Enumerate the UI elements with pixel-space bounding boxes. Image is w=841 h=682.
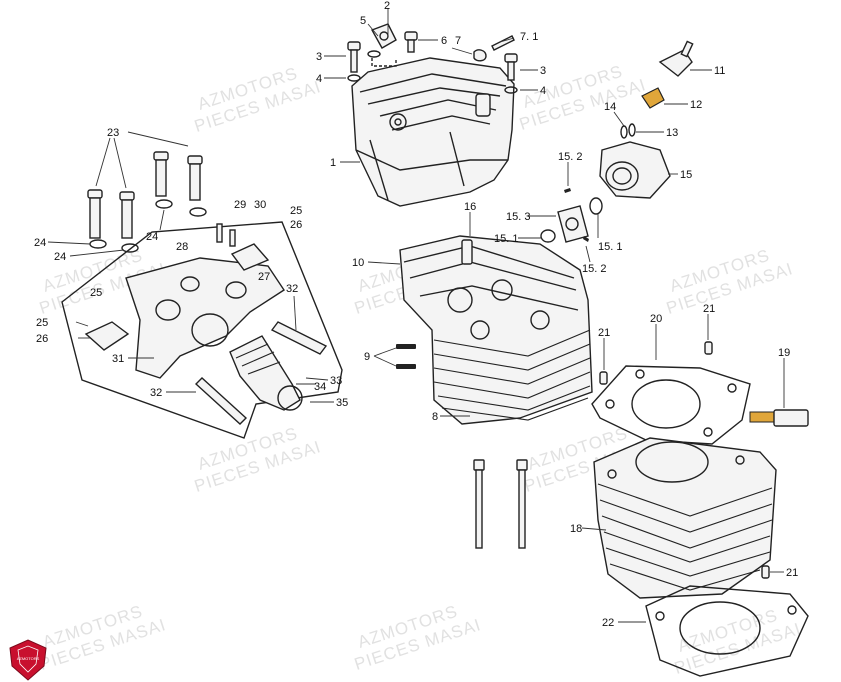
- callout-31: 31: [112, 353, 124, 365]
- base-gasket: [645, 585, 809, 677]
- callout-10: 10: [352, 257, 364, 269]
- dowel-pins: [599, 341, 770, 579]
- callout-8: 8: [432, 411, 438, 423]
- watermark: AZMOTORS PIECES MASAI: [517, 62, 648, 134]
- callout-27: 27: [258, 271, 270, 283]
- watermark: AZMOTORS PIECES MASAI: [192, 64, 323, 136]
- callout-30: 30: [254, 199, 266, 211]
- callout-21: 21: [598, 327, 610, 339]
- leader-lines: [47, 8, 785, 623]
- callout-3: 3: [540, 65, 546, 77]
- callout-14: 14: [604, 101, 616, 113]
- callout-25: 25: [90, 287, 102, 299]
- callout-20: 20: [650, 313, 662, 325]
- callout-34: 34: [314, 381, 326, 393]
- watermark: AZMOTORS PIECES MASAI: [352, 602, 483, 674]
- side-bolts-9: [396, 344, 416, 369]
- callout-12: 12: [690, 99, 702, 111]
- callout-23: 23: [107, 127, 119, 139]
- callout-7-1: 7. 1: [520, 31, 538, 43]
- callout-24: 24: [34, 237, 46, 249]
- logo-text: AZMOTORS: [17, 656, 40, 661]
- watermark: AZMOTORS PIECES MASAI: [664, 246, 795, 318]
- rocker-assembly: [61, 151, 343, 439]
- callout-24: 24: [54, 251, 66, 263]
- callout-25: 25: [36, 317, 48, 329]
- callout-15-1: 15. 1: [598, 241, 622, 253]
- head-cover: [351, 57, 515, 207]
- callout-5: 5: [360, 15, 366, 27]
- callout-19: 19: [778, 347, 790, 359]
- watermark: AZMOTORS PIECES MASAI: [192, 424, 323, 496]
- callout-35: 35: [336, 397, 348, 409]
- callout-9: 9: [364, 351, 370, 363]
- cylinder-head: [399, 235, 593, 425]
- callout-32: 32: [286, 283, 298, 295]
- brand-logo: AZMOTORS: [9, 639, 47, 681]
- callout-15: 15: [680, 169, 692, 181]
- callout-13: 13: [666, 127, 678, 139]
- callout-15-1: 15. 1: [494, 233, 518, 245]
- callout-29: 29: [234, 199, 246, 211]
- callout-28: 28: [176, 241, 188, 253]
- cylinder-gasket: [591, 365, 751, 445]
- callout-24: 24: [146, 231, 158, 243]
- callout-15-3: 15. 3: [506, 211, 530, 223]
- callout-16: 16: [464, 201, 476, 213]
- sensor-12: [641, 87, 665, 109]
- callout-3: 3: [316, 51, 322, 63]
- callout-1: 1: [330, 157, 336, 169]
- callout-4: 4: [316, 73, 322, 85]
- callout-18: 18: [570, 523, 582, 535]
- callout-15-2: 15. 2: [558, 151, 582, 163]
- callout-15-2: 15. 2: [582, 263, 606, 275]
- callout-2: 2: [384, 0, 390, 12]
- callout-21: 21: [786, 567, 798, 579]
- intake-parts: [540, 40, 694, 243]
- callout-11: 11: [714, 65, 725, 77]
- callout-26: 26: [290, 219, 302, 231]
- callout-6: 6: [441, 35, 447, 47]
- callout-32: 32: [150, 387, 162, 399]
- long-studs: [473, 459, 528, 549]
- callout-4: 4: [540, 85, 546, 97]
- callout-labels: 2 5 3 4 6 7 7. 1 3 4 1 11 12 13 14 15 15…: [34, 0, 798, 629]
- watermark: AZMOTORS PIECES MASAI: [37, 602, 168, 674]
- callout-25: 25: [290, 205, 302, 217]
- callout-26: 26: [36, 333, 48, 345]
- callout-7: 7: [455, 35, 461, 47]
- callout-33: 33: [330, 375, 342, 387]
- temperature-sensor: [749, 409, 809, 427]
- callout-22: 22: [602, 617, 614, 629]
- watermark: AZMOTORS PIECES MASAI: [672, 606, 803, 678]
- callout-21: 21: [703, 303, 715, 315]
- cylinder-block: [593, 437, 777, 599]
